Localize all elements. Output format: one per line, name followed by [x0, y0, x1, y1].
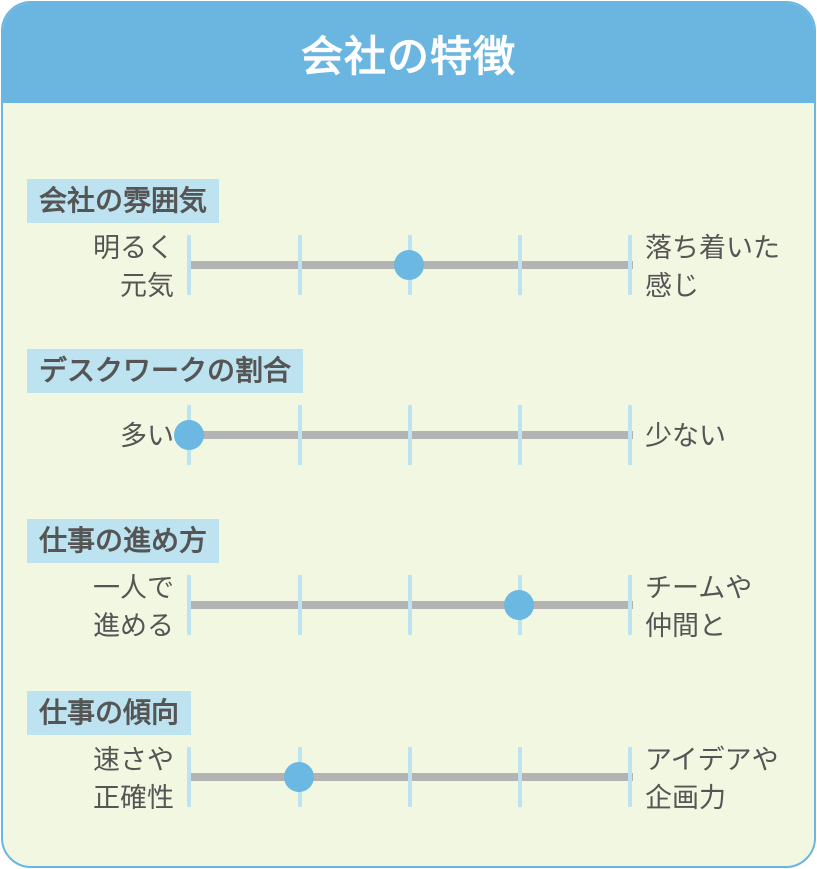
scale-tick — [187, 747, 191, 807]
section-title: デスクワークの割合 — [27, 349, 304, 393]
feature-section: 会社の雰囲気 明るく 元気 落ち着いた 感じ — [3, 179, 814, 349]
scale-tick — [408, 575, 412, 635]
scale-tick — [628, 747, 632, 807]
feature-section: 仕事の進め方 一人で 進める チームや 仲間と — [3, 519, 814, 689]
scale-tick — [628, 575, 632, 635]
scale-tick — [408, 405, 412, 465]
scale-tick — [628, 235, 632, 295]
left-label: 多い — [120, 421, 174, 452]
scale-tick — [298, 405, 302, 465]
feature-section: 仕事の傾向 速さや 正確性 アイデアや 企画力 — [3, 691, 814, 861]
left-label: 明るく 元気 — [93, 233, 174, 302]
feature-section: デスクワークの割合 多い 少ない — [3, 349, 814, 519]
scale-tick — [518, 235, 522, 295]
scale-tick — [518, 747, 522, 807]
scale-tick — [298, 235, 302, 295]
scale-marker — [284, 762, 314, 792]
right-label: 落ち着いた 感じ — [645, 233, 780, 302]
section-title: 会社の雰囲気 — [27, 179, 220, 223]
right-label: 少ない — [645, 421, 726, 452]
section-title: 仕事の進め方 — [27, 519, 220, 563]
scale-marker — [394, 250, 424, 280]
left-label: 一人で 進める — [93, 573, 174, 642]
section-title: 仕事の傾向 — [27, 691, 192, 735]
right-label: アイデアや 企画力 — [645, 745, 779, 814]
scale-marker — [504, 590, 534, 620]
scale-tick — [187, 575, 191, 635]
scale-tick — [298, 575, 302, 635]
right-label: チームや 仲間と — [645, 573, 753, 642]
scale-tick — [518, 405, 522, 465]
page-title: 会社の特徴 — [3, 3, 814, 103]
scale-tick — [628, 405, 632, 465]
scale-marker — [174, 420, 204, 450]
scale-tick — [187, 235, 191, 295]
scale-tick — [408, 747, 412, 807]
left-label: 速さや 正確性 — [93, 745, 174, 814]
